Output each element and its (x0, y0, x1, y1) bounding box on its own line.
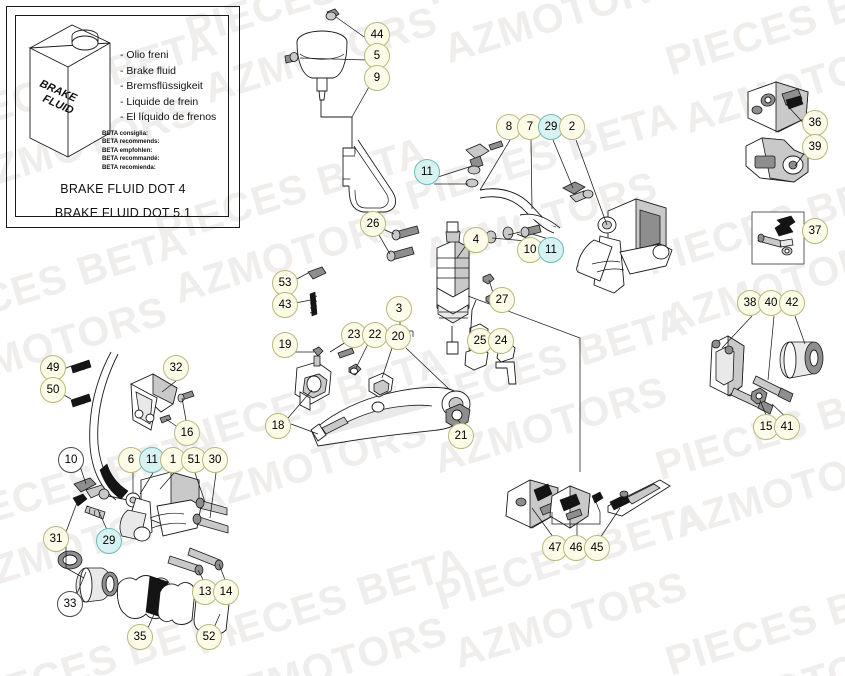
callout-24[interactable]: 24 (488, 328, 514, 354)
callout-10b[interactable]: 10 (58, 447, 84, 473)
callout-19[interactable]: 19 (272, 332, 298, 358)
callout-35[interactable]: 35 (127, 624, 153, 650)
fluid-reco-it: BETA consiglia: (102, 130, 149, 137)
callout-18[interactable]: 18 (265, 413, 291, 439)
guard-bracket-group (505, 479, 671, 529)
callout-26[interactable]: 26 (360, 211, 386, 237)
brake-pedal-assembly (294, 266, 517, 447)
callout-45[interactable]: 45 (584, 535, 610, 561)
callout-32[interactable]: 32 (163, 355, 189, 381)
callout-21[interactable]: 21 (448, 423, 474, 449)
fluid-reco-fr: BETA recommandé: (102, 155, 160, 163)
callout-30[interactable]: 30 (202, 447, 228, 473)
fluid-reco-en: BETA recommends: (102, 138, 160, 146)
fluid-reco-es: BETA recomienda: (102, 163, 156, 171)
callout-37[interactable]: 37 (802, 218, 828, 244)
callout-52[interactable]: 52 (196, 624, 222, 650)
callout-14[interactable]: 14 (213, 579, 239, 605)
brake-fluid-info-box: - Olio freni - Brake fluid - Bremsflüssi… (6, 6, 240, 228)
callout-31[interactable]: 31 (43, 526, 69, 552)
rear-master-cylinder (386, 221, 498, 355)
callout-33[interactable]: 33 (57, 591, 83, 617)
callout-4[interactable]: 4 (463, 227, 489, 253)
fluid-lang-es: - El líquido de frenos (120, 111, 217, 124)
callout-43[interactable]: 43 (272, 292, 298, 318)
pin-kit-box (751, 211, 805, 265)
fluid-recommend-list: BETA consiglia: BETA recommends: BETA em… (102, 130, 160, 172)
callout-11a[interactable]: 11 (414, 159, 440, 185)
brake-fluid-dot51-label: BRAKE FLUID DOT 5.1 (54, 206, 192, 220)
callout-27[interactable]: 27 (489, 287, 515, 313)
fluid-lang-en: - Brake fluid (120, 64, 177, 77)
fluid-lang-fr: - Liquide de frein (120, 95, 199, 108)
callout-20[interactable]: 20 (385, 324, 411, 350)
fluid-reco-de: BETA empfohlen: (102, 146, 153, 154)
caliper-bracket-group (745, 81, 809, 183)
fluid-lang-it: - Olio freni (120, 49, 169, 61)
callout-29b[interactable]: 29 (96, 528, 122, 554)
callout-36[interactable]: 36 (802, 110, 828, 136)
rear-caliper-body (576, 198, 673, 294)
callout-50[interactable]: 50 (40, 377, 66, 403)
callout-42[interactable]: 42 (779, 290, 805, 316)
callout-2[interactable]: 2 (559, 114, 585, 140)
hose-banjo-assembly (465, 140, 594, 244)
callout-41[interactable]: 41 (774, 414, 800, 440)
callout-11b[interactable]: 11 (538, 237, 564, 263)
brake-fluid-info-box-inner: - Olio freni - Brake fluid - Bremsflüssi… (15, 15, 229, 220)
pad-spacer-group (709, 335, 824, 415)
callout-9[interactable]: 9 (364, 65, 390, 91)
callout-22[interactable]: 22 (362, 322, 388, 348)
reservoir-assembly (284, 8, 397, 213)
callout-39[interactable]: 39 (802, 134, 828, 160)
callout-16[interactable]: 16 (174, 420, 200, 446)
fluid-language-list: - Olio freni - Brake fluid - Bremsflüssi… (120, 48, 216, 126)
callout-49[interactable]: 49 (40, 355, 66, 381)
fluid-lang-de: - Bremsflüssigkeit (120, 80, 203, 93)
brake-fluid-dot4-label: BRAKE FLUID DOT 4 (60, 182, 186, 196)
callout-5[interactable]: 5 (364, 43, 390, 69)
brake-fluid-can-illustration: BRAKE FLUID (28, 24, 111, 158)
callout-3[interactable]: 3 (386, 296, 412, 322)
